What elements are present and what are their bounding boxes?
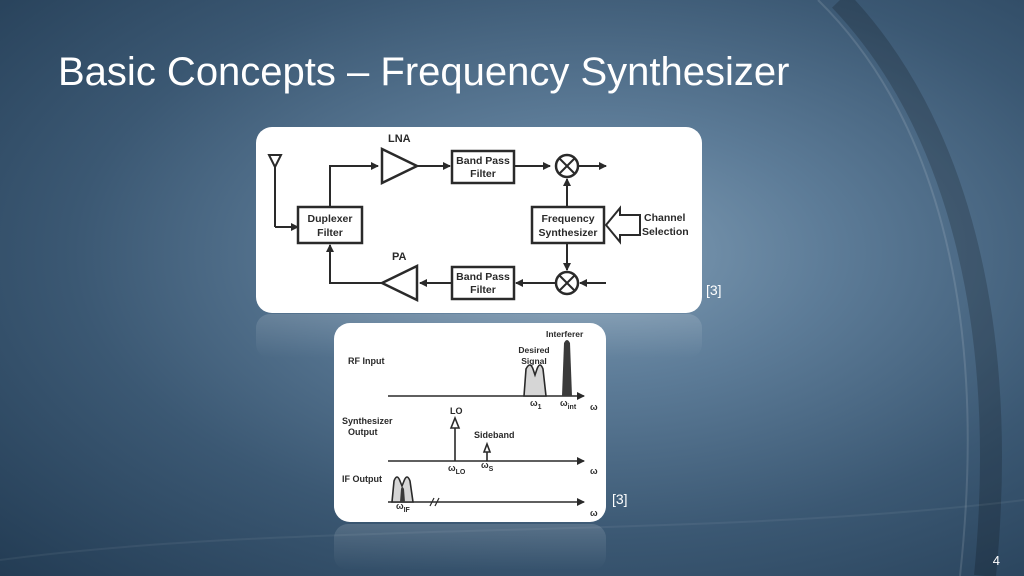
band-pass-filter-top-box: [450, 149, 516, 185]
bpf-bottom-label-1: Band Pass: [456, 271, 510, 283]
omega-axis-label-1: ω: [590, 402, 598, 412]
omega-s-label: ωS: [481, 460, 494, 473]
lna-amplifier-icon: [380, 147, 420, 185]
bpf-top-label-1: Band Pass: [456, 155, 510, 167]
frequency-synthesizer-box: [530, 205, 606, 245]
desired-signal-label-2: Signal: [521, 356, 547, 366]
channel-selection-label-1: Channel: [644, 212, 686, 224]
reference-label-2: [3]: [612, 491, 628, 507]
slide-title: Basic Concepts – Frequency Synthesizer: [58, 50, 790, 94]
duplexer-label-1: Duplexer: [308, 213, 353, 225]
panel-reflection: [334, 524, 606, 570]
interferer-shape: [562, 340, 572, 396]
omega-int-label: ωint: [560, 398, 577, 411]
channel-selection-arrow-icon: [604, 205, 641, 245]
desired-signal-label-1: Desired: [518, 345, 549, 355]
duplexer-label-2: Filter: [317, 227, 343, 239]
bpf-bottom-label-2: Filter: [470, 284, 496, 296]
transceiver-diagram-panel: LNA PA Band Pass Filter Band Pass Filter…: [256, 127, 702, 313]
synthesizer-output-label-2: Output: [348, 427, 378, 437]
synthesizer-output-label-1: Synthesizer: [342, 416, 393, 426]
reference-label-1: [3]: [706, 282, 722, 298]
desired-signal-shape: [523, 364, 547, 397]
sideband-label: Sideband: [474, 430, 515, 440]
slide-number: 4: [992, 553, 1000, 568]
interferer-label: Interferer: [546, 329, 584, 339]
omega-axis-label-2: ω: [590, 466, 598, 476]
omega-lo-label: ωLO: [448, 463, 466, 476]
antenna-icon: [267, 154, 283, 170]
rf-input-label: RF Input: [348, 356, 385, 366]
pa-amplifier-icon: [379, 264, 419, 302]
axis-break-icon: [429, 497, 440, 507]
synthesizer-label-2: Synthesizer: [539, 227, 598, 239]
omega-axis-label-3: ω: [590, 508, 598, 518]
omega-1-label: ω1: [530, 398, 542, 411]
omega-if-label: ωIF: [396, 501, 411, 514]
spectrum-diagram-panel: RF Input Interferer Desired Signal ω1 ωi…: [334, 323, 606, 522]
spectrum-plot-diagram: RF Input Interferer Desired Signal ω1 ωi…: [342, 329, 598, 518]
lna-label: LNA: [388, 133, 411, 145]
if-output-label: IF Output: [342, 474, 382, 484]
lo-label: LO: [450, 406, 463, 416]
pa-label: PA: [392, 251, 407, 263]
channel-selection-label-2: Selection: [642, 226, 689, 238]
bpf-top-label-2: Filter: [470, 168, 496, 180]
duplexer-filter-box: [296, 205, 364, 245]
transceiver-block-diagram: LNA PA Band Pass Filter Band Pass Filter…: [267, 133, 689, 302]
synthesizer-label-1: Frequency: [541, 213, 594, 225]
